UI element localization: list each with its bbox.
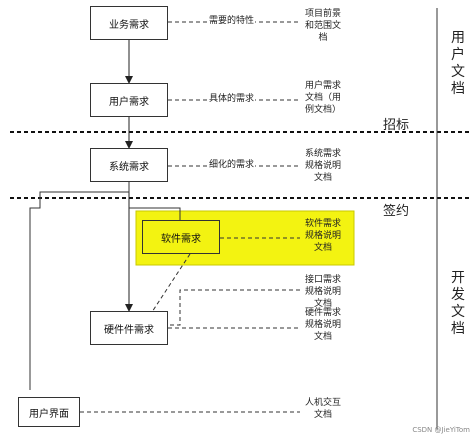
gate-signing: 签约 [383, 204, 410, 219]
branch-system-to-ui [29, 182, 130, 390]
node-system-requirement: 系统需求 [90, 148, 168, 182]
stage-dev-docs: 开 发 文 档 [451, 270, 465, 337]
edge-label-business: 需要的特性 [208, 16, 256, 27]
watermark: CSDN @JieYiTom [412, 426, 470, 434]
dash-interface-doc [168, 289, 300, 326]
gate-bidding: 招标 [383, 118, 410, 133]
doc-hardware-spec: 硬件需求 规格说明 文档 [304, 308, 341, 342]
doc-hci: 人机交互 文档 [304, 398, 341, 420]
doc-software-spec: 软件需求 规格说明 文档 [304, 219, 341, 253]
doc-system-spec: 系统需求 规格说明 文档 [304, 149, 341, 183]
node-hardware-requirement: 硬件件需求 [90, 311, 168, 345]
stage-user-docs: 用 户 文 档 [451, 30, 465, 97]
edge-label-system: 细化的需求 [208, 160, 256, 171]
doc-project-scope: 项目前景 和范围文 档 [304, 9, 341, 43]
node-business-requirement: 业务需求 [90, 6, 168, 40]
dash-software-hardware [151, 253, 191, 313]
node-user-requirement: 用户需求 [90, 83, 168, 117]
node-user-interface: 用户界面 [18, 397, 80, 427]
edge-label-user: 具体的需求 [208, 94, 256, 105]
node-software-requirement: 软件需求 [142, 220, 220, 254]
doc-interface-spec: 接口需求 规格说明 文档 [304, 275, 341, 309]
doc-user-requirement: 用户需求 文档（用 例文档） [304, 81, 341, 115]
branch-system-to-software [129, 207, 181, 220]
